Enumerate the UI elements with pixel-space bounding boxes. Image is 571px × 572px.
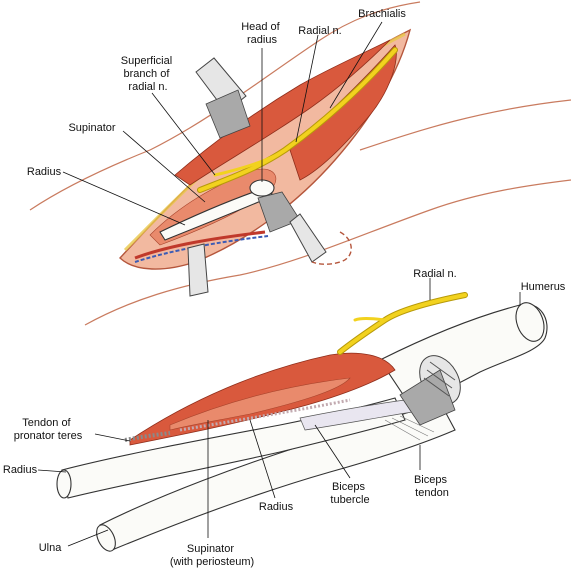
- label-radius-bottom: Radius: [259, 501, 294, 513]
- retractor-bottom: [399, 355, 461, 426]
- supinator-muscle-fold: [169, 377, 351, 431]
- label-biceps-tendon: Biceps tendon: [414, 474, 450, 499]
- leader-radial-n-top: [295, 34, 319, 143]
- leader-radius-left: [37, 469, 67, 473]
- label-brachialis: Brachialis: [358, 8, 406, 20]
- label-supinator-periosteum: Supinator (with periosteum): [170, 543, 254, 568]
- brachioradialis-muscle: [174, 39, 391, 186]
- label-radius-left: Radius: [3, 464, 38, 476]
- top-surgical-exposure: [29, 1, 571, 326]
- leader-lines: [37, 21, 521, 547]
- label-radial-n-bottom: Radial n.: [413, 268, 456, 280]
- labels: Head of radius Radial n. Brachialis Supe…: [3, 8, 566, 568]
- head-of-radius: [249, 179, 275, 197]
- skin-contour-lower: [84, 179, 571, 326]
- leader-biceps-tubercle: [314, 424, 351, 479]
- radius-end: [56, 469, 72, 499]
- label-tendon-pronator: Tendon of pronator teres: [14, 417, 83, 442]
- superficial-branch-nerve: [213, 148, 287, 177]
- leader-supinator-top: [122, 130, 206, 203]
- retractor-middle: [257, 191, 327, 263]
- radial-nerve-bottom-branch: [353, 317, 387, 322]
- label-superficial-branch: Superficial branch of radial n.: [121, 55, 175, 93]
- dashed-incision-mark: [311, 231, 352, 265]
- periosteum: [179, 398, 351, 432]
- biceps-tendon-fibers: [384, 415, 435, 441]
- humerus-end: [515, 302, 545, 342]
- ulna-end: [96, 524, 116, 552]
- leader-superficial-branch: [151, 92, 216, 176]
- leader-brachialis: [329, 21, 383, 109]
- label-biceps-tubercle: Biceps tubercle: [330, 481, 369, 506]
- pronator-teres-tendon: [124, 431, 171, 442]
- retractor-lower: [187, 243, 209, 297]
- retractor-upper: [195, 57, 251, 139]
- leader-radius-top: [62, 171, 186, 226]
- label-head-of-radius: Head of radius: [241, 21, 283, 46]
- leader-radius-bottom: [249, 419, 276, 499]
- label-ulna: Ulna: [39, 542, 63, 554]
- label-radius-top: Radius: [27, 166, 62, 178]
- ulna-bone: [99, 401, 456, 551]
- artery-top: [134, 230, 266, 260]
- label-radial-n-top: Radial n.: [298, 25, 341, 37]
- label-humerus: Humerus: [521, 281, 566, 293]
- radial-nerve-top: [198, 48, 397, 192]
- label-supinator-top: Supinator: [68, 122, 115, 134]
- leader-tendon-pronator: [94, 433, 131, 442]
- leader-ulna: [67, 529, 109, 547]
- bottom-bone-illustration: [56, 292, 548, 552]
- skin-contour-mid: [359, 99, 571, 151]
